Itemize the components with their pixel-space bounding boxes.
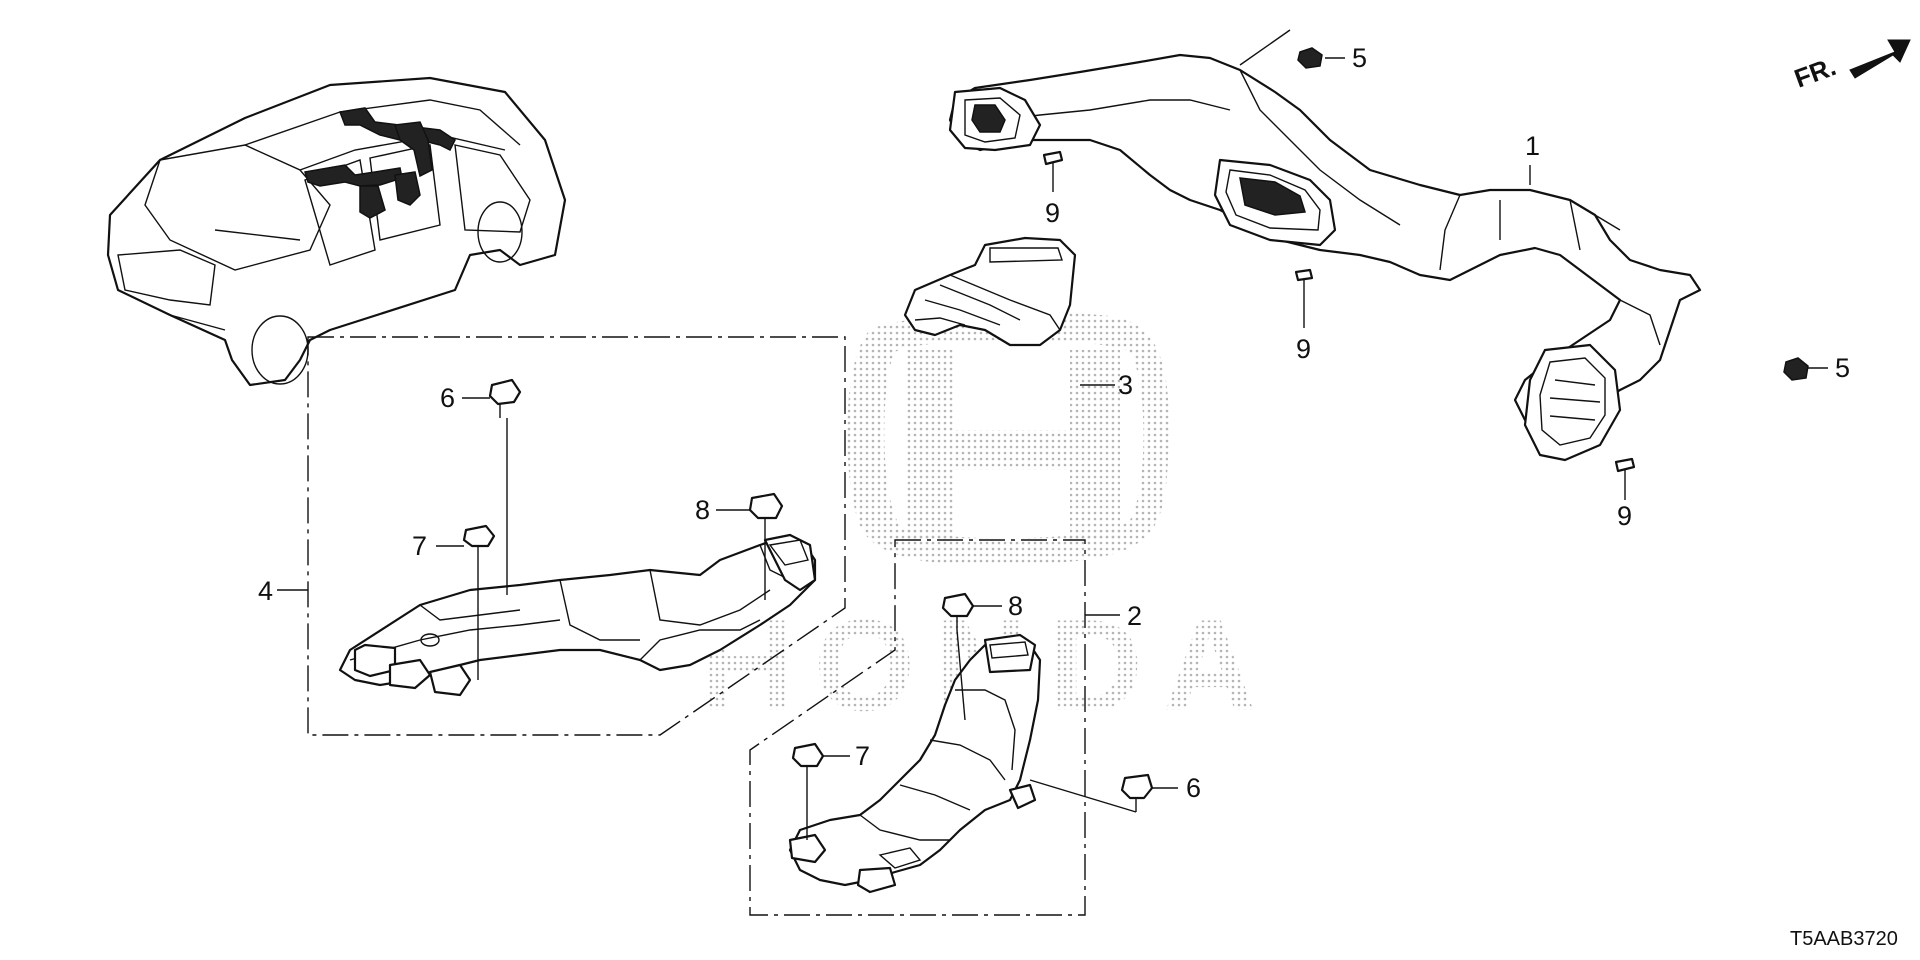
callout-3: 3 [1118,370,1133,400]
floor-duct-part-2 [788,633,1042,894]
callout-6-right: 6 [1186,773,1201,803]
callout-5-right: 5 [1835,353,1850,383]
callout-8-left: 8 [695,495,710,525]
callout-7-right: 7 [855,741,870,771]
clip-icon [748,492,784,532]
leader-lines [277,29,1828,840]
callout-1: 1 [1525,131,1540,161]
clip-icon [941,592,975,630]
callout-7-left: 7 [412,531,427,561]
callout-2: 2 [1127,601,1142,631]
clip-icon [488,378,522,418]
clip-icon [1120,773,1154,812]
floor-duct-part-4 [338,533,817,697]
callout-9-c: 9 [1617,501,1632,531]
diagram-code: T5AAB3720 [1790,928,1898,950]
callout-labels: 1 2 3 4 5 5 6 6 7 7 8 8 9 9 9 [258,43,1850,803]
heater-duct-part-1 [948,53,1702,462]
front-label: FR. [1790,51,1840,94]
clip-icon [1297,47,1323,69]
screw-icon [1294,268,1314,295]
duct-part-3 [903,236,1077,347]
callout-9-a: 9 [1045,198,1060,228]
clip-icon [791,742,825,780]
callout-5-top: 5 [1352,43,1367,73]
car-locator-icon [106,76,567,387]
screw-icon [1042,150,1064,180]
assembly-box-4 [307,336,846,736]
callout-6-left: 6 [440,383,455,413]
callout-9-b: 9 [1296,334,1311,364]
callout-8-right: 8 [1008,591,1023,621]
clip-icon [462,524,496,558]
front-arrow-icon: FR. [1790,39,1911,94]
assembly-box-2 [749,539,1086,916]
clip-icon [1783,357,1809,381]
screw-icon [1614,457,1636,485]
callout-4: 4 [258,576,273,606]
